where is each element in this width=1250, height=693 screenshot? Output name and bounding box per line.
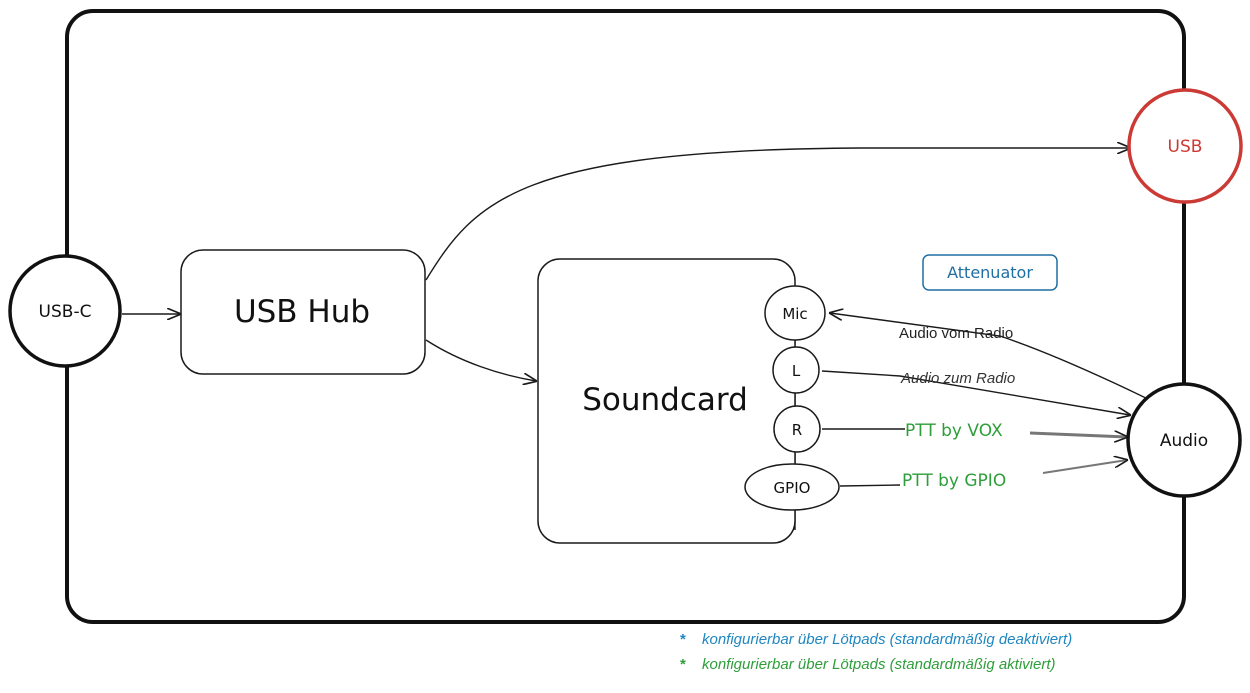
label-audio-vom-radio: Audio vom Radio <box>899 325 1013 342</box>
edge-hub-to-soundcard <box>425 339 536 381</box>
attenuator-box: Attenuator <box>922 254 1058 291</box>
pin-gpio-label: GPIO <box>774 479 811 497</box>
label-ptt-by-vox: PTT by VOX <box>905 421 1003 441</box>
audio-port-label: Audio <box>1160 431 1208 451</box>
pin-r: R <box>773 405 821 453</box>
usbc-port-label: USB-C <box>39 302 92 322</box>
edge-l-to-audio <box>821 370 1130 415</box>
usb-hub-label: USB Hub <box>234 294 370 330</box>
label-ptt-by-gpio: PTT by GPIO <box>902 471 1006 491</box>
pin-l: L <box>772 346 820 394</box>
edge-r-to-audio <box>1029 433 1127 437</box>
pin-r-label: R <box>792 421 802 439</box>
usbc-port: USB-C <box>8 254 122 368</box>
pin-l-label: L <box>792 362 801 380</box>
legend-green-asterisk: * <box>680 656 686 673</box>
label-audio-zum-radio: Audio zum Radio <box>900 370 1015 387</box>
usb-hub-block: USB Hub <box>180 249 426 375</box>
usb-port: USB <box>1127 88 1243 204</box>
audio-port: Audio <box>1126 382 1242 498</box>
legend-deactivated: * konfigurierbar über Lötpads (standardmä… <box>680 631 1072 648</box>
soundcard-label: Soundcard <box>582 382 748 418</box>
attenuator-label: Attenuator <box>947 263 1033 282</box>
soundcard-block: Soundcard <box>537 258 796 544</box>
pin-mic: Mic <box>764 285 826 341</box>
edge-gpio-to-audio <box>1042 460 1127 474</box>
legend-deactivated-text: konfigurierbar über Lötpads (standardmäß… <box>702 631 1073 648</box>
legend-blue-asterisk: * <box>680 631 686 648</box>
pin-mic-label: Mic <box>782 305 807 323</box>
pin-gpio: GPIO <box>744 463 840 511</box>
legend-activated: * konfigurierbar über Lötpads (standardmä… <box>680 656 1056 673</box>
legend-activated-text: konfigurierbar über Lötpads (standardmäß… <box>702 656 1056 673</box>
usb-port-label: USB <box>1168 137 1203 157</box>
edge-hub-to-usb <box>425 148 1130 281</box>
edge-gpio-to-label <box>839 484 901 487</box>
edge-audio-to-mic <box>830 313 1151 401</box>
